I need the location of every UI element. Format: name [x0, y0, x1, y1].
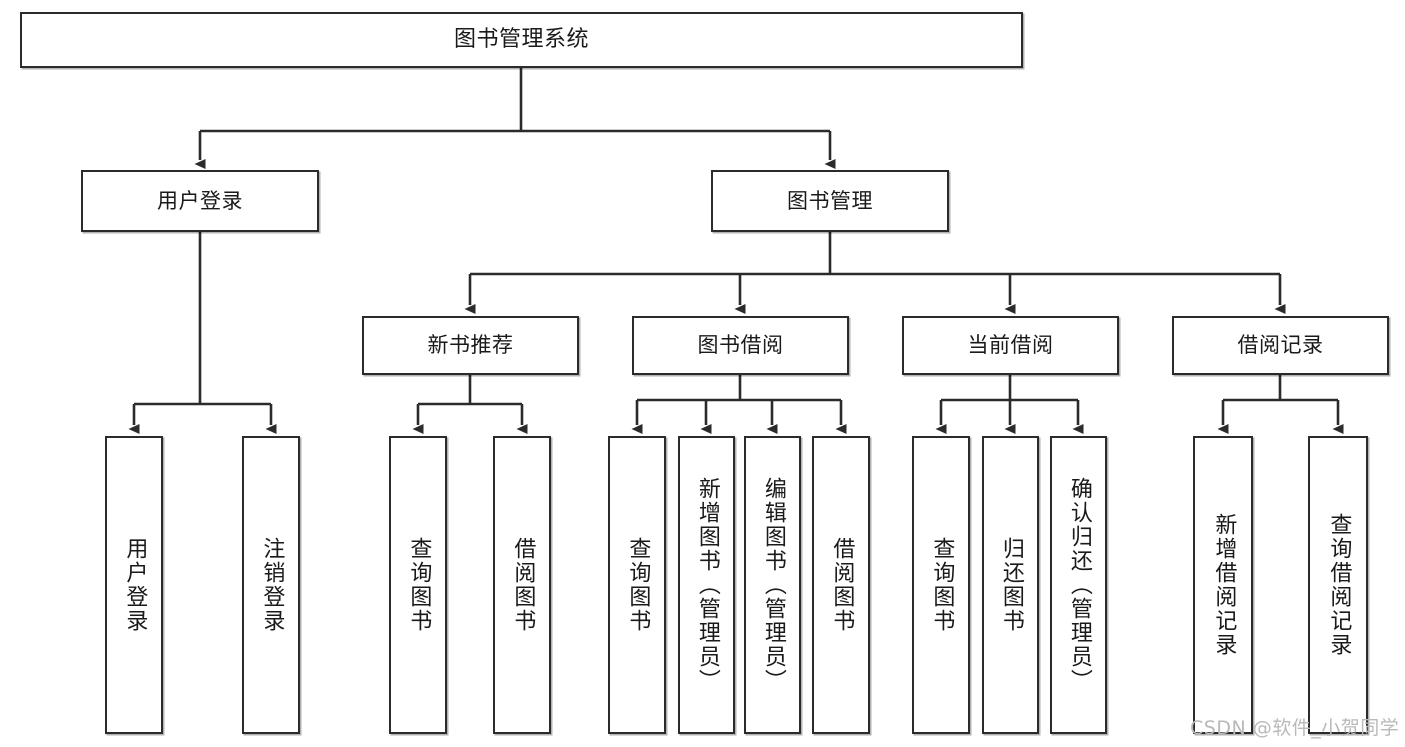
node-user-login[interactable]: 用户登录: [81, 170, 319, 232]
node-leaf-add-book[interactable]: 新增图书（管理员）: [678, 436, 735, 734]
csdn-watermark: CSDN @软件_小贺同学: [1190, 717, 1400, 739]
node-leaf-confirm-return[interactable]: 确认归还（管理员）: [1050, 436, 1107, 734]
node-leaf-query-book-2[interactable]: 查询图书: [608, 436, 666, 734]
node-label: 图书借阅: [697, 333, 784, 358]
node-leaf-query-record[interactable]: 查询借阅记录: [1308, 436, 1368, 734]
node-label: 新增借阅记录: [1211, 513, 1237, 657]
node-label: 图书管理: [787, 188, 873, 213]
node-root-system[interactable]: 图书管理系统: [20, 12, 1023, 68]
node-label: 归还图书: [998, 537, 1024, 633]
node-label: 确认归还（管理员）: [1066, 477, 1092, 693]
node-label: 编辑图书（管理员）: [760, 477, 786, 693]
node-leaf-return-book[interactable]: 归还图书: [982, 436, 1039, 734]
node-label: 用户登录: [157, 188, 243, 213]
node-label: 查询借阅记录: [1326, 513, 1352, 657]
node-label: 查询图书: [625, 537, 651, 633]
node-label: 借阅记录: [1237, 333, 1324, 358]
node-leaf-user-login[interactable]: 用户登录: [105, 436, 163, 734]
node-leaf-add-record[interactable]: 新增借阅记录: [1193, 436, 1253, 734]
node-label: 用户登录: [122, 537, 148, 633]
node-label: 查询图书: [406, 537, 432, 633]
node-label: 查询图书: [929, 537, 955, 633]
node-label: 新增图书（管理员）: [694, 477, 720, 693]
node-label: 注销登录: [259, 537, 285, 633]
node-label: 图书管理系统: [453, 27, 589, 53]
node-leaf-query-book-3[interactable]: 查询图书: [912, 436, 970, 734]
node-new-book-recommend[interactable]: 新书推荐: [362, 316, 579, 375]
node-label: 当前借阅: [967, 333, 1054, 358]
node-leaf-query-book-1[interactable]: 查询图书: [389, 436, 447, 734]
node-book-management[interactable]: 图书管理: [711, 170, 949, 232]
node-label: 借阅图书: [829, 537, 855, 633]
node-leaf-borrow-book-1[interactable]: 借阅图书: [493, 436, 551, 734]
node-current-borrow[interactable]: 当前借阅: [902, 316, 1119, 375]
node-borrow-record[interactable]: 借阅记录: [1172, 316, 1389, 375]
node-leaf-edit-book[interactable]: 编辑图书（管理员）: [744, 436, 801, 734]
node-book-borrow[interactable]: 图书借阅: [632, 316, 849, 375]
node-label: 新书推荐: [427, 333, 514, 358]
node-leaf-borrow-book-2[interactable]: 借阅图书: [812, 436, 870, 734]
node-label: 借阅图书: [510, 537, 536, 633]
node-leaf-logout-login[interactable]: 注销登录: [242, 436, 300, 734]
